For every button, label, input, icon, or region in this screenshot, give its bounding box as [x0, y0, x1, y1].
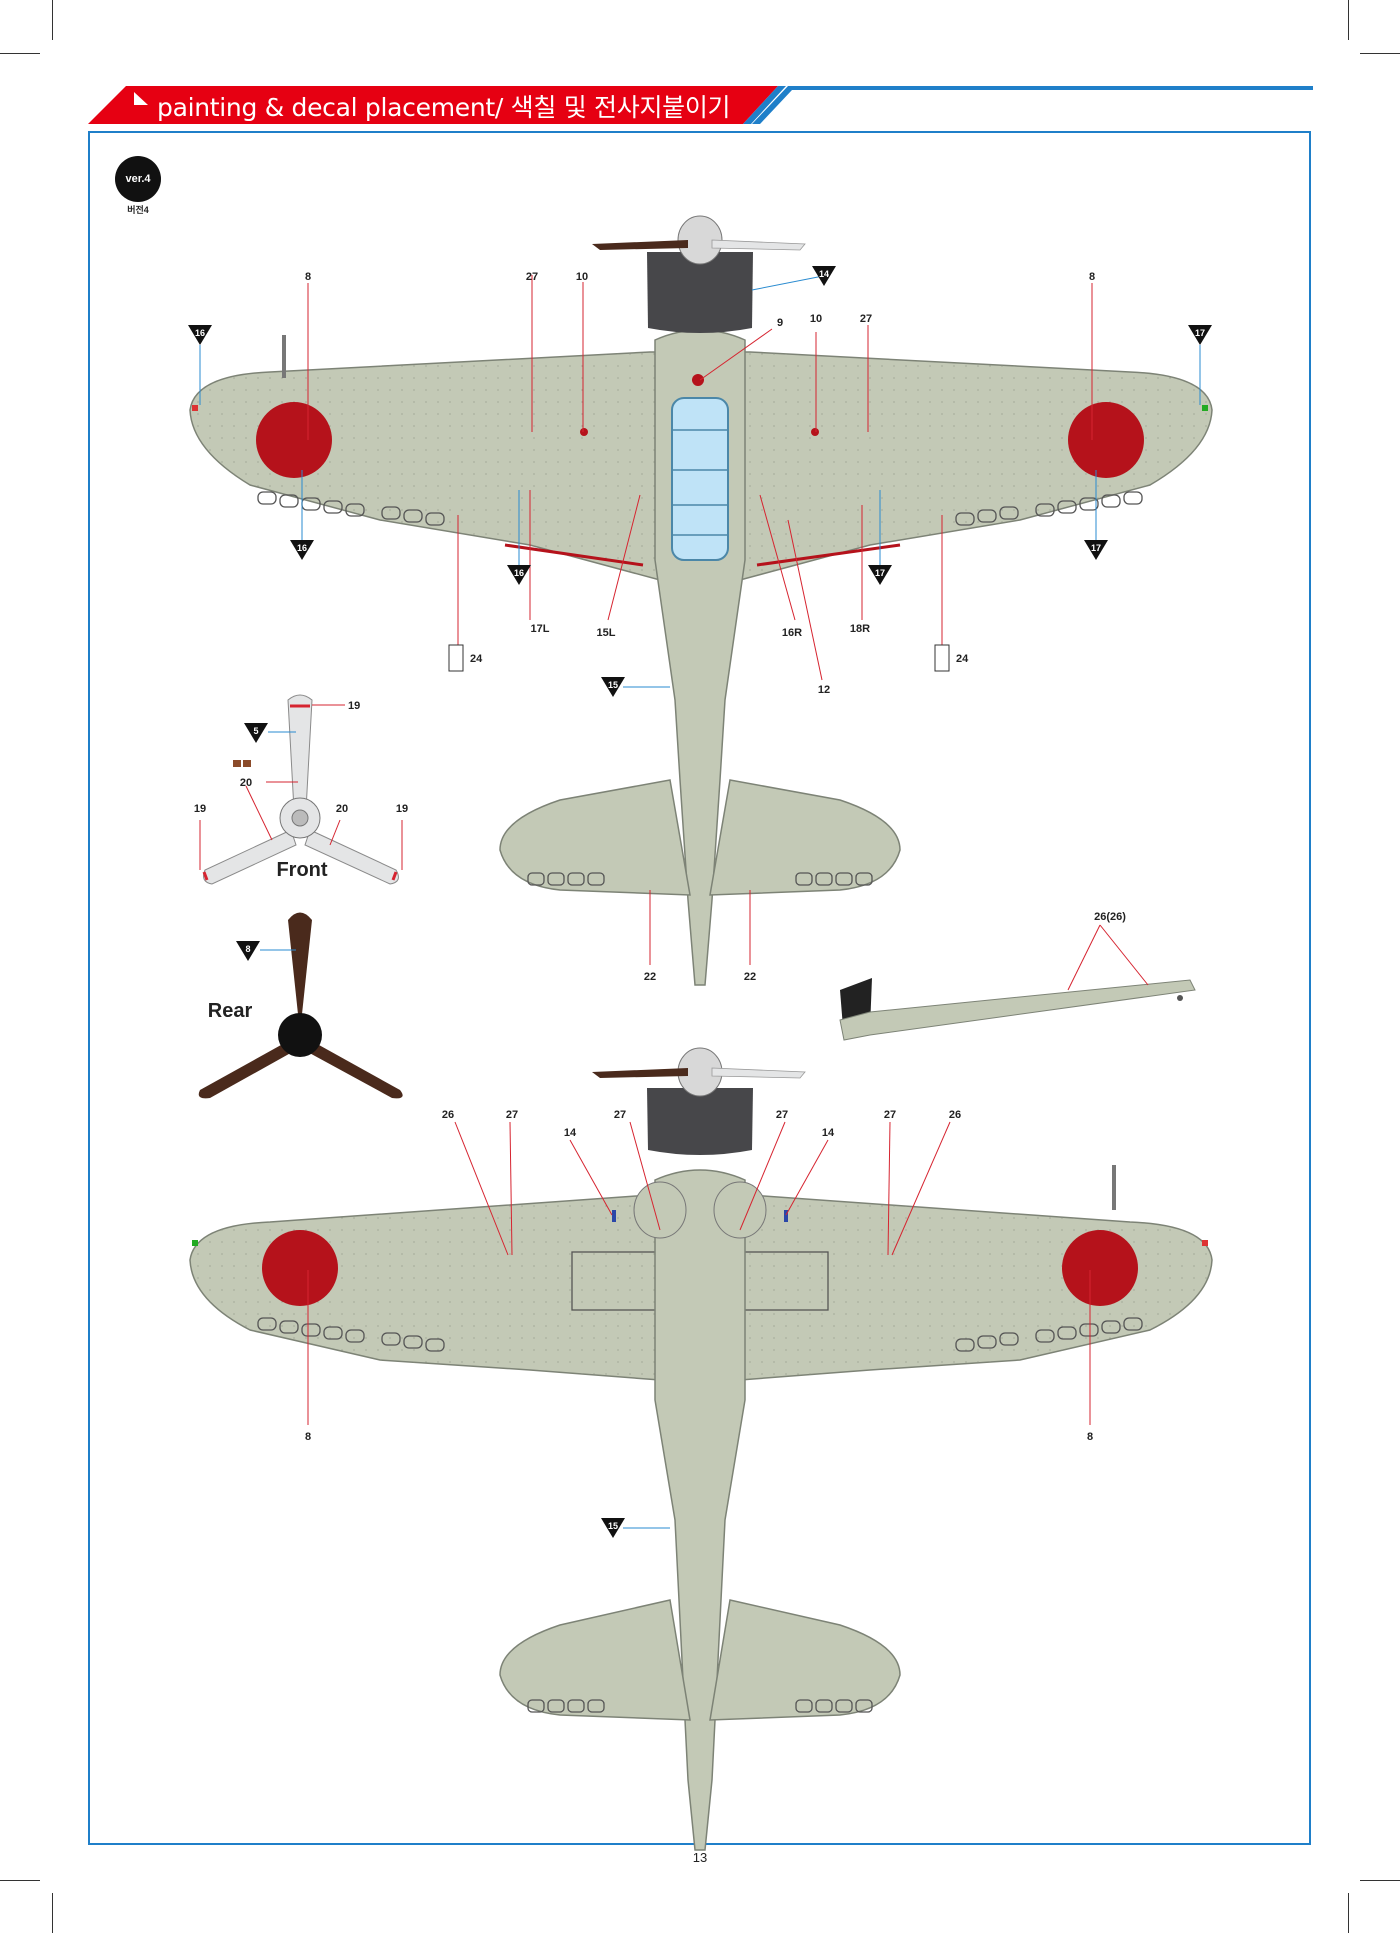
crop-mark	[1360, 53, 1400, 54]
crop-mark	[1360, 1880, 1400, 1881]
crop-mark	[0, 1880, 40, 1881]
prop-rear-title: Rear	[208, 1000, 253, 1022]
label-27: 27	[860, 313, 872, 325]
tri-label: 16	[297, 543, 307, 553]
label-19: 19	[194, 803, 206, 815]
tri-label: 15	[608, 1521, 618, 1531]
tri-label: 14	[819, 269, 829, 279]
tri-label: 5	[253, 726, 258, 736]
label-8: 8	[1087, 1431, 1093, 1443]
label-27: 27	[776, 1109, 788, 1121]
tri-label: 17	[1091, 543, 1101, 553]
tri-label: 16	[514, 568, 524, 578]
label-19: 19	[348, 700, 360, 712]
crop-mark	[1348, 0, 1349, 40]
label-8: 8	[1089, 271, 1095, 283]
label-26: 26(26)	[1094, 911, 1126, 923]
version-badge: ver.4	[115, 156, 161, 202]
label-20: 20	[240, 777, 252, 789]
label-17L: 17L	[531, 623, 550, 635]
version-subtitle: 버전4	[127, 205, 149, 215]
label-24: 24	[956, 653, 969, 665]
label-18R: 18R	[850, 623, 870, 635]
propeller-front	[202, 694, 399, 885]
label-27: 27	[884, 1109, 896, 1121]
label-20: 20	[336, 803, 348, 815]
label-9: 9	[777, 317, 783, 329]
leader-lines-red	[307, 275, 1093, 965]
label-27: 27	[614, 1109, 626, 1121]
triangle-arrow-icon	[134, 92, 148, 105]
crop-mark	[1348, 1893, 1349, 1933]
crop-mark	[52, 1893, 53, 1933]
label-27: 27	[506, 1109, 518, 1121]
label-15L: 15L	[597, 627, 616, 639]
tri-label: 8	[245, 944, 250, 954]
tri-label: 17	[1195, 328, 1205, 338]
label-10: 10	[576, 271, 588, 283]
crop-mark	[52, 0, 53, 40]
label-27: 27	[526, 271, 538, 283]
tri-label: 16	[195, 328, 205, 338]
label-14: 14	[822, 1127, 835, 1139]
label-22: 22	[644, 971, 656, 983]
label-12: 12	[818, 684, 830, 696]
label-22: 22	[744, 971, 756, 983]
label-10: 10	[810, 313, 822, 325]
label-14: 14	[564, 1127, 577, 1139]
decal-triangle-markers	[188, 266, 1212, 697]
label-16R: 16R	[782, 627, 802, 639]
label-19: 19	[396, 803, 408, 815]
leader-lines-blue	[199, 275, 1201, 688]
label-26: 26	[442, 1109, 454, 1121]
prop-front-title: Front	[276, 859, 327, 881]
antenna-detail	[839, 978, 1196, 1041]
label-8: 8	[305, 271, 311, 283]
propeller-rear	[198, 912, 403, 1099]
page-number: 13	[692, 1850, 708, 1865]
bottom-view-aircraft	[189, 1047, 1213, 1851]
header-title: painting & decal placement/ 색칠 및 전사지붙이기	[157, 93, 731, 122]
tri-label: 17	[875, 568, 885, 578]
label-24: 24	[470, 653, 483, 665]
tri-label: 15	[608, 680, 618, 690]
label-26: 26	[949, 1109, 961, 1121]
top-view-aircraft	[189, 215, 1213, 986]
label-8: 8	[305, 1431, 311, 1443]
crop-mark	[0, 53, 40, 54]
header-band	[88, 86, 1313, 124]
